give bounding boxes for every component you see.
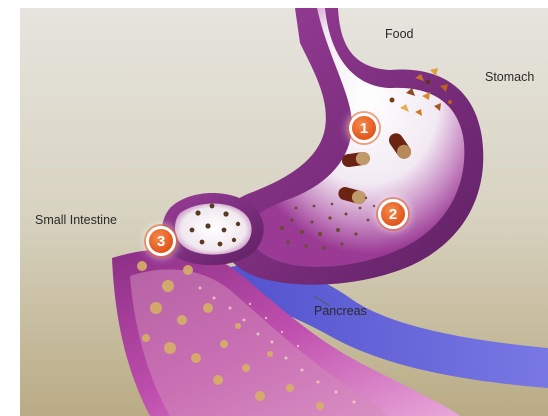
food-label: Food	[385, 27, 414, 41]
small-intestine-label: Small Intestine	[35, 213, 117, 227]
pancreas-label: Pancreas	[314, 304, 367, 318]
stomach-illustration	[20, 8, 548, 416]
step-badge-1: 1	[349, 113, 379, 143]
step-badge-3: 3	[146, 226, 176, 256]
step-badge-2: 2	[378, 199, 408, 229]
stomach-label: Stomach	[485, 70, 534, 84]
